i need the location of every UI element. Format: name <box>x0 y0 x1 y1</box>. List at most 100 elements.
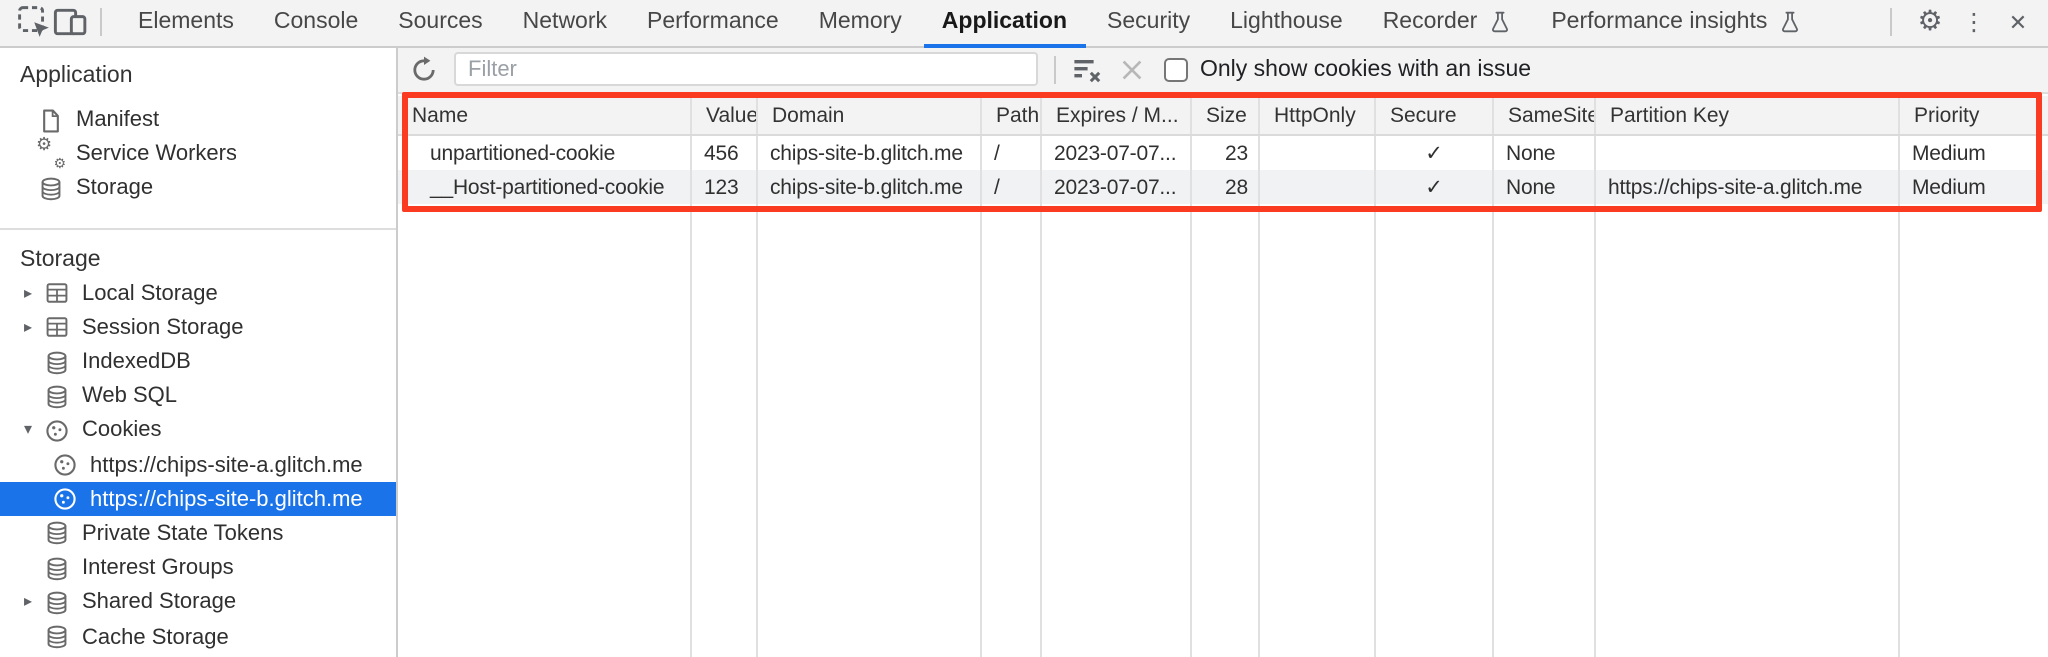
tab-lighthouse[interactable]: Lighthouse <box>1210 0 1363 45</box>
tab-memory[interactable]: Memory <box>799 0 922 45</box>
tab-label: Application <box>941 10 1068 35</box>
tab-console[interactable]: Console <box>254 0 378 45</box>
sidebar-item-label: https://chips-site-a.glitch.me <box>90 453 363 478</box>
delete-all-button[interactable] <box>1072 54 1104 86</box>
issues-checkbox[interactable] <box>1164 57 1188 82</box>
sidebar-item-label: Web SQL <box>82 384 177 409</box>
cell-samesite[interactable]: None <box>1494 136 1596 170</box>
cookie-row-host-partitioned[interactable]: __Host-partitioned-cookie 123 chips-site… <box>398 170 2048 204</box>
tab-sources[interactable]: Sources <box>378 0 502 45</box>
sidebar-section-application: Application <box>20 64 133 88</box>
sidebar-item-label: Interest Groups <box>82 556 234 581</box>
col-header-samesite[interactable]: SameSite <box>1494 96 1596 134</box>
tab-recorder[interactable]: Recorder <box>1363 0 1532 45</box>
tab-label: Console <box>273 10 359 35</box>
sidebar-item-label: Service Workers <box>76 142 237 167</box>
cell-priority[interactable]: Medium <box>1912 175 1986 199</box>
cell-secure-checkmark[interactable]: ✓ <box>1376 170 1494 204</box>
sidebar-item-web-sql[interactable]: Web SQL <box>0 379 396 413</box>
sidebar-item-cookies-chips-site-a[interactable]: https://chips-site-a.glitch.me <box>0 448 396 482</box>
sidebar-item-label: https://chips-site-b.glitch.me <box>90 487 363 512</box>
cell-priority[interactable]: Medium <box>1912 141 1986 165</box>
tab-network[interactable]: Network <box>503 0 627 45</box>
panel-tabs: Elements Console Sources Network Perform… <box>118 0 1821 46</box>
more-options-button[interactable]: ⋮ <box>1956 5 1992 41</box>
cell-expires[interactable]: 2023-07-07... <box>1042 170 1192 204</box>
chevron-right-icon[interactable]: ▸ <box>24 317 33 336</box>
col-header-httponly[interactable]: HttpOnly <box>1260 96 1376 134</box>
col-header-name[interactable]: Name <box>398 96 692 134</box>
cell-name[interactable]: __Host-partitioned-cookie <box>398 170 692 204</box>
close-icon: ✕ <box>2008 9 2028 36</box>
device-toolbar-button[interactable] <box>52 5 88 41</box>
col-header-domain[interactable]: Domain <box>758 96 982 134</box>
cell-expires[interactable]: 2023-07-07... <box>1042 136 1192 170</box>
refresh-button[interactable] <box>408 54 440 86</box>
sidebar-item-private-state-tokens[interactable]: Private State Tokens <box>0 517 396 551</box>
cookie-row-unpartitioned[interactable]: unpartitioned-cookie 456 chips-site-b.gl… <box>398 136 2048 170</box>
database-icon <box>44 590 70 616</box>
settings-button[interactable]: ⚙ <box>1912 5 1948 41</box>
sidebar-item-label: Storage <box>76 176 154 201</box>
sidebar-item-indexeddb[interactable]: IndexedDB <box>0 345 396 379</box>
cell-value[interactable]: 456 <box>692 136 758 170</box>
cell-value[interactable]: 123 <box>692 170 758 204</box>
close-devtools-button[interactable]: ✕ <box>2000 5 2036 41</box>
issues-checkbox-label[interactable]: Only show cookies with an issue <box>1200 57 1532 82</box>
empty-grid-area <box>398 204 2048 657</box>
col-header-path[interactable]: Path <box>982 96 1042 134</box>
sidebar-item-shared-storage[interactable]: ▸ Shared Storage <box>0 586 396 620</box>
sidebar-item-cache-storage[interactable]: Cache Storage <box>0 620 396 654</box>
cell-size[interactable]: 23 <box>1192 136 1260 170</box>
cell-httponly[interactable] <box>1260 136 1376 170</box>
tab-security[interactable]: Security <box>1087 0 1210 45</box>
col-header-expires[interactable]: Expires / M... <box>1042 96 1192 134</box>
sidebar-item-local-storage[interactable]: ▸ Local Storage <box>0 276 396 310</box>
cookie-icon <box>52 487 78 513</box>
tab-application[interactable]: Application <box>922 0 1087 46</box>
cookies-table: Name Value Domain Path Expires / M... Si… <box>398 96 2048 657</box>
chevron-right-icon[interactable]: ▸ <box>24 283 33 302</box>
cell-samesite[interactable]: None <box>1494 170 1596 204</box>
tab-performance-insights[interactable]: Performance insights <box>1531 0 1821 45</box>
chevron-down-icon[interactable]: ▾ <box>24 420 33 439</box>
col-header-partition-key[interactable]: Partition Key <box>1596 96 1900 134</box>
col-header-value[interactable]: Value <box>692 96 758 134</box>
cell-domain[interactable]: chips-site-b.glitch.me <box>758 136 982 170</box>
empty-cell <box>1900 204 2048 657</box>
flask-experiment-icon <box>1487 11 1511 35</box>
sidebar-item-manifest[interactable]: Manifest <box>0 103 396 137</box>
cell-domain[interactable]: chips-site-b.glitch.me <box>758 170 982 204</box>
cell-secure-checkmark[interactable]: ✓ <box>1376 136 1494 170</box>
sidebar-item-service-workers[interactable]: ⚙⚙ Service Workers <box>0 136 396 172</box>
empty-cell <box>1596 204 1900 657</box>
cell-size[interactable]: 28 <box>1192 170 1260 204</box>
tab-performance[interactable]: Performance <box>627 0 799 45</box>
manifest-file-icon <box>38 107 64 133</box>
sidebar-item-cookies[interactable]: ▾ Cookies <box>0 414 396 448</box>
cell-name[interactable]: unpartitioned-cookie <box>398 136 692 170</box>
sidebar-item-session-storage[interactable]: ▸ Session Storage <box>0 311 396 345</box>
col-header-secure[interactable]: Secure <box>1376 96 1494 134</box>
cell-httponly[interactable] <box>1260 170 1376 204</box>
inspect-element-button[interactable] <box>16 5 52 41</box>
sidebar-item-label: Cache Storage <box>82 625 229 650</box>
clear-icon <box>1118 56 1146 84</box>
sidebar-item-storage[interactable]: Storage <box>0 172 396 206</box>
sidebar-item-cookies-chips-site-b[interactable]: https://chips-site-b.glitch.me <box>0 482 396 517</box>
cell-path[interactable]: / <box>982 136 1042 170</box>
tab-elements[interactable]: Elements <box>118 0 254 45</box>
empty-cell <box>1376 204 1494 657</box>
col-header-priority[interactable]: Priority <box>1914 103 1980 127</box>
filter-input[interactable] <box>454 52 1038 87</box>
col-header-size[interactable]: Size <box>1192 96 1260 134</box>
sidebar-item-label: Session Storage <box>82 315 244 340</box>
delete-selected-button[interactable] <box>1118 56 1146 84</box>
devtools-tab-bar: Elements Console Sources Network Perform… <box>0 0 2048 47</box>
cell-path[interactable]: / <box>982 170 1042 204</box>
cell-partition-key[interactable]: https://chips-site-a.glitch.me <box>1596 170 1900 204</box>
sidebar-item-interest-groups[interactable]: Interest Groups <box>0 551 396 585</box>
chevron-right-icon[interactable]: ▸ <box>24 592 33 611</box>
cell-partition-key[interactable] <box>1596 136 1900 170</box>
